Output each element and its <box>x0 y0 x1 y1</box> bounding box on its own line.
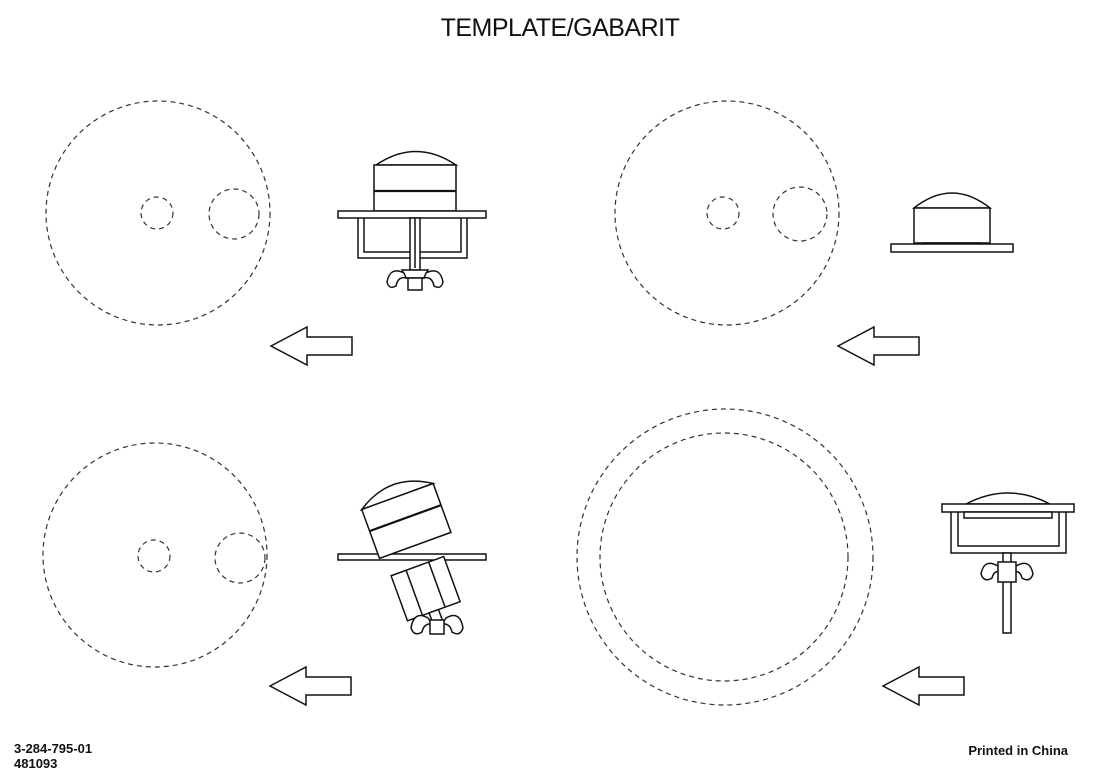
printed-origin: Printed in China <box>968 743 1068 758</box>
arrow-left-icon <box>883 667 964 705</box>
template-top-left <box>46 101 270 325</box>
arrow-left-icon <box>270 667 351 705</box>
template-hole-large <box>209 189 259 239</box>
template-top-right <box>615 101 839 325</box>
template-circle-inner <box>600 433 848 681</box>
template-hole-large <box>215 533 265 583</box>
template-circle-outline <box>615 101 839 325</box>
template-hole-small <box>138 540 170 572</box>
arrow-left-icon <box>271 327 352 365</box>
template-bottom-left <box>43 443 267 667</box>
catalog-code: 481093 <box>14 756 92 771</box>
template-hole-small <box>141 197 173 229</box>
template-bottom-right <box>577 409 873 705</box>
lamp-tilted-mount-icon <box>338 472 486 634</box>
template-hole-small <box>707 197 739 229</box>
arrow-left-icon <box>838 327 919 365</box>
lamp-flush-mount-icon <box>891 193 1013 252</box>
template-circle-outline <box>43 443 267 667</box>
template-circle-outline <box>46 101 270 325</box>
template-hole-large <box>773 187 827 241</box>
template-circle-outer <box>577 409 873 705</box>
lamp-mount-icon <box>338 152 486 291</box>
lamp-bracket-mount-icon <box>942 493 1074 633</box>
part-code: 3-284-795-01 481093 <box>14 741 92 771</box>
part-number: 3-284-795-01 <box>14 741 92 756</box>
